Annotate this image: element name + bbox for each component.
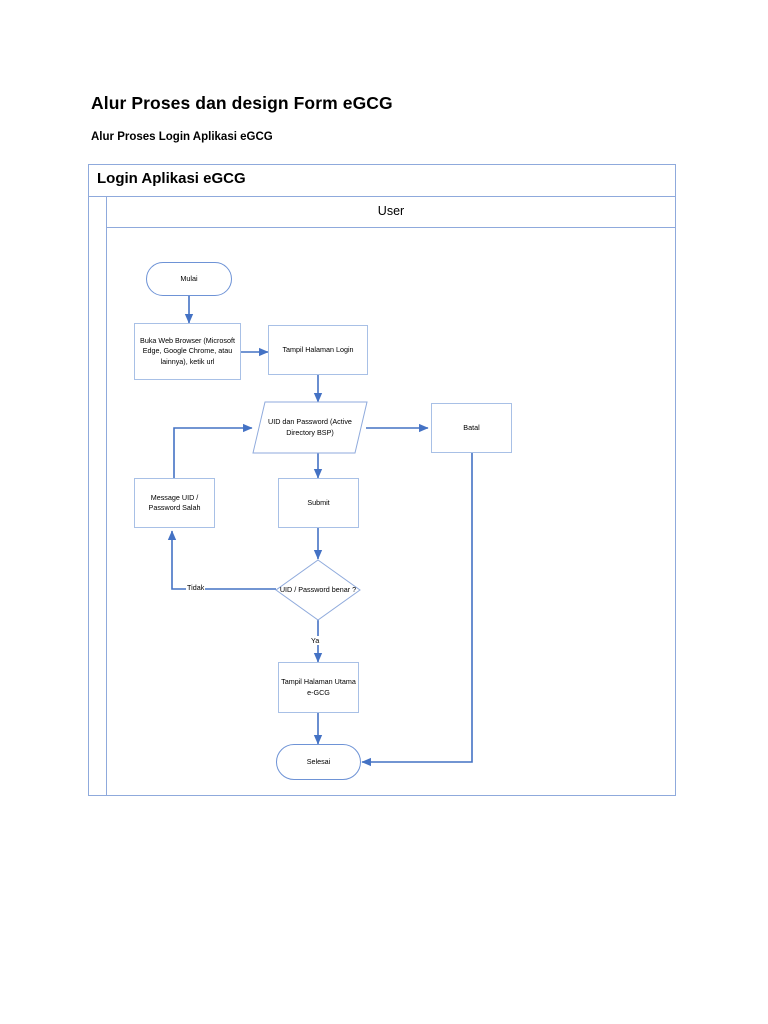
edge-label-tidak: Tidak (186, 583, 206, 592)
node-buka-web-browser[interactable]: Buka Web Browser (Microsoft Edge, Google… (134, 323, 241, 380)
lane-label-user: User (377, 204, 405, 218)
node-tampil-halaman-login[interactable]: Tampil Halaman Login (268, 325, 368, 375)
node-uid-password-shape[interactable] (252, 401, 368, 454)
node-uid-password-benar-shape[interactable] (275, 559, 361, 621)
edge-label-ya: Ya (310, 636, 321, 645)
node-submit[interactable]: Submit (278, 478, 359, 528)
node-uid-password-label: UID dan Password (Active Directory BSP) (268, 417, 352, 437)
lane-left-edge (106, 196, 107, 796)
node-batal[interactable]: Batal (431, 403, 512, 453)
node-mulai[interactable]: Mulai (146, 262, 232, 296)
node-selesai[interactable]: Selesai (276, 744, 361, 780)
page-title: Alur Proses dan design Form eGCG (91, 93, 393, 113)
node-tampil-halaman-utama[interactable]: Tampil Halaman Utama e-GCG (278, 662, 359, 713)
pool-title: Login Aplikasi eGCG (97, 170, 246, 187)
pool-header-divider (88, 196, 676, 197)
node-message-uid-password-salah[interactable]: Message UID / Password Salah (134, 478, 215, 528)
lane-header-band (106, 196, 676, 228)
page-subtitle: Alur Proses Login Aplikasi eGCG (91, 131, 273, 143)
node-uid-password-benar-label: UID / Password benar ? (279, 584, 357, 594)
